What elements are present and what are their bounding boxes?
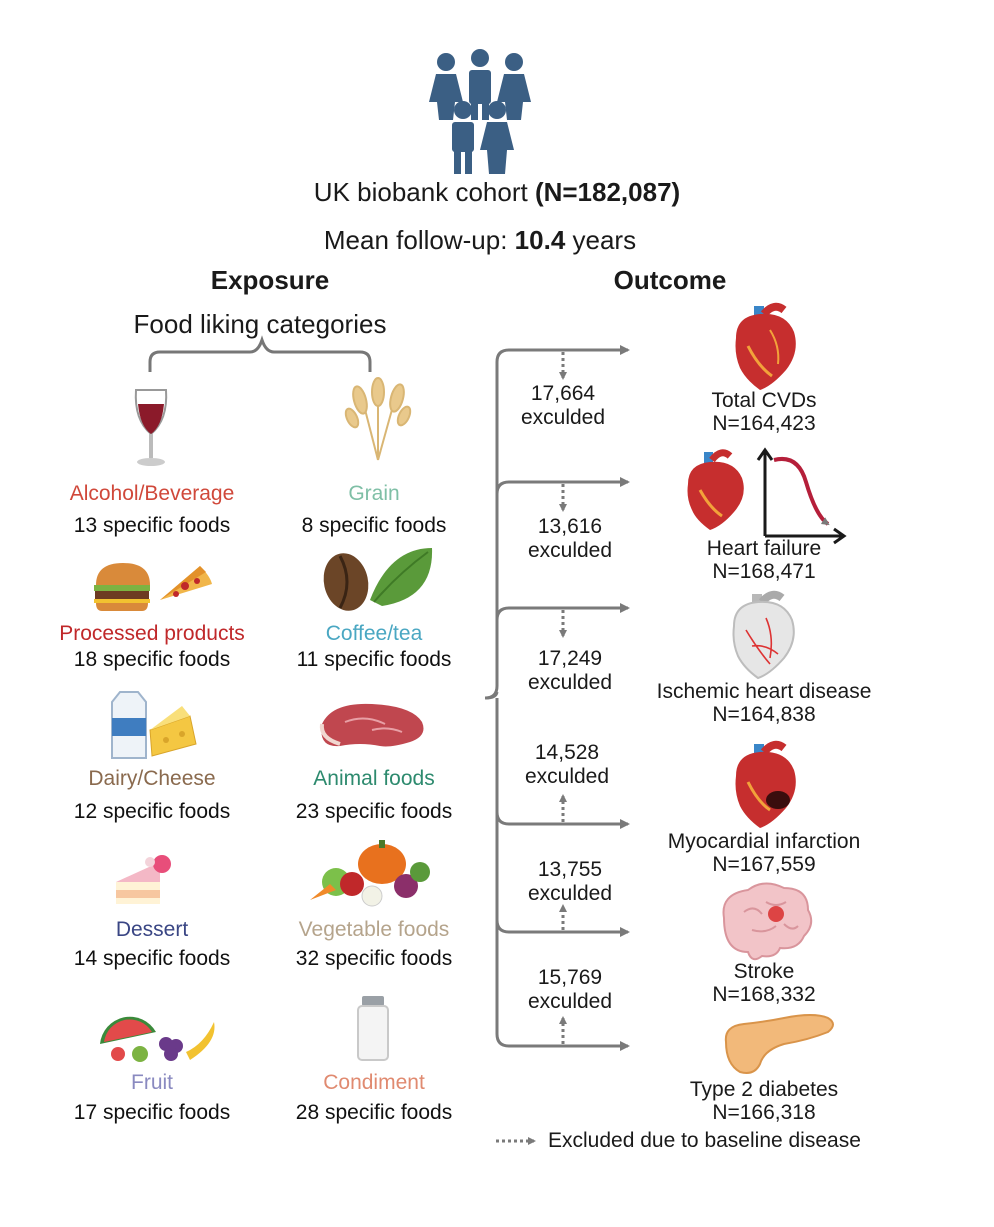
cohort-label: UK biobank cohort: [314, 177, 528, 207]
outcome-n: N=167,559: [619, 853, 909, 876]
cohort-title: UK biobank cohort (N=182,087): [0, 176, 994, 208]
excluded-count: 13,755: [505, 858, 635, 882]
outcome-name: Total CVDs: [619, 389, 909, 412]
followup-unit: years: [573, 225, 637, 255]
outcome-heart-failure: Heart failure N=168,471: [619, 537, 909, 583]
excluded-count: 17,664: [498, 382, 628, 406]
excluded-label: exculded: [505, 539, 635, 563]
excluded-label: exculded: [505, 882, 635, 906]
category-count-dairy-cheese: 12 specific foods: [32, 800, 272, 824]
vegetables-icon: [310, 840, 430, 906]
legend-excluded-note: Excluded due to baseline disease: [548, 1129, 948, 1153]
outcome-name: Heart failure: [619, 537, 909, 560]
outcome-n: N=168,471: [619, 560, 909, 583]
burger-pizza-icon: [94, 563, 212, 611]
category-dessert: Dessert: [32, 918, 272, 942]
coffee-tea-icon: [318, 548, 432, 615]
excluded-count: 15,769: [505, 966, 635, 990]
outcome-n: N=164,423: [619, 412, 909, 435]
excluded-heart-failure: 13,616 exculded: [505, 515, 635, 563]
category-dairy-cheese: Dairy/Cheese: [32, 767, 272, 791]
outcome-n: N=164,838: [619, 703, 909, 726]
outcome-name: Type 2 diabetes: [619, 1078, 909, 1101]
category-vegetable-foods: Vegetable foods: [254, 918, 494, 942]
outcome-name: Myocardial infarction: [619, 830, 909, 853]
cohort-n: (N=182,087): [535, 177, 680, 207]
category-count-animal-foods: 23 specific foods: [254, 800, 494, 824]
outcome-name: Ischemic heart disease: [619, 680, 909, 703]
outcome-stroke: Stroke N=168,332: [619, 960, 909, 1006]
excluded-stroke: 13,755 exculded: [505, 858, 635, 906]
steak-icon: [321, 704, 423, 747]
infarct-heart-icon: [736, 744, 796, 828]
category-alcohol-beverage: Alcohol/Beverage: [32, 482, 272, 506]
outcome-n: N=166,318: [619, 1101, 909, 1124]
outcome-name: Stroke: [619, 960, 909, 983]
salt-shaker-icon: [358, 996, 388, 1060]
cake-icon: [116, 855, 171, 904]
outcome-ischemic-heart-disease: Ischemic heart disease N=164,838: [619, 680, 909, 726]
category-count-dessert: 14 specific foods: [32, 947, 272, 971]
exposure-title: Exposure: [160, 264, 380, 296]
excluded-label: exculded: [502, 765, 632, 789]
ischemic-heart-icon: [734, 594, 794, 678]
excluded-count: 14,528: [502, 741, 632, 765]
category-fruit: Fruit: [32, 1071, 272, 1095]
excluded-count: 17,249: [505, 647, 635, 671]
outcome-arrows: [497, 350, 628, 1046]
excluded-count: 13,616: [505, 515, 635, 539]
excluded-type-2-diabetes: 15,769 exculded: [505, 966, 635, 1014]
outcome-total-cvds: Total CVDs N=164,423: [619, 389, 909, 435]
excluded-total-cvds: 17,664 exculded: [498, 382, 628, 430]
excluded-myocardial-infarction: 14,528 exculded: [502, 741, 632, 789]
outcome-n: N=168,332: [619, 983, 909, 1006]
category-condiment: Condiment: [254, 1071, 494, 1095]
followup-value: 10.4: [515, 225, 566, 255]
category-grain: Grain: [254, 482, 494, 506]
category-processed-products: Processed products: [32, 622, 272, 646]
category-animal-foods: Animal foods: [254, 767, 494, 791]
fruit-icon: [100, 1017, 215, 1062]
category-count-vegetable-foods: 32 specific foods: [254, 947, 494, 971]
category-count-alcohol-beverage: 13 specific foods: [32, 514, 272, 538]
wine-glass-icon: [136, 390, 166, 466]
people-icon: [429, 49, 531, 174]
outcome-title: Outcome: [560, 264, 780, 296]
category-count-processed-products: 18 specific foods: [32, 648, 272, 672]
heart-failure-icon: [688, 450, 845, 543]
category-count-coffee-tea: 11 specific foods: [254, 648, 494, 672]
outcome-myocardial-infarction: Myocardial infarction N=167,559: [619, 830, 909, 876]
exposure-brace: [150, 340, 370, 372]
category-count-grain: 8 specific foods: [254, 514, 494, 538]
category-count-condiment: 28 specific foods: [254, 1101, 494, 1125]
excluded-label: exculded: [505, 671, 635, 695]
exposure-subtitle: Food liking categories: [100, 308, 420, 340]
milk-cheese-icon: [112, 692, 196, 758]
followup-label: Mean follow-up:: [324, 225, 508, 255]
category-count-fruit: 17 specific foods: [32, 1101, 272, 1125]
brain-icon: [724, 883, 812, 959]
heart-icon: [736, 306, 796, 390]
excluded-label: exculded: [505, 990, 635, 1014]
wheat-icon: [343, 378, 413, 460]
outcome-type-2-diabetes: Type 2 diabetes N=166,318: [619, 1078, 909, 1124]
followup-line: Mean follow-up: 10.4 years: [0, 224, 960, 256]
pancreas-icon: [726, 1015, 833, 1073]
excluded-label: exculded: [498, 406, 628, 430]
category-coffee-tea: Coffee/tea: [254, 622, 494, 646]
excluded-ischemic-heart-disease: 17,249 exculded: [505, 647, 635, 695]
